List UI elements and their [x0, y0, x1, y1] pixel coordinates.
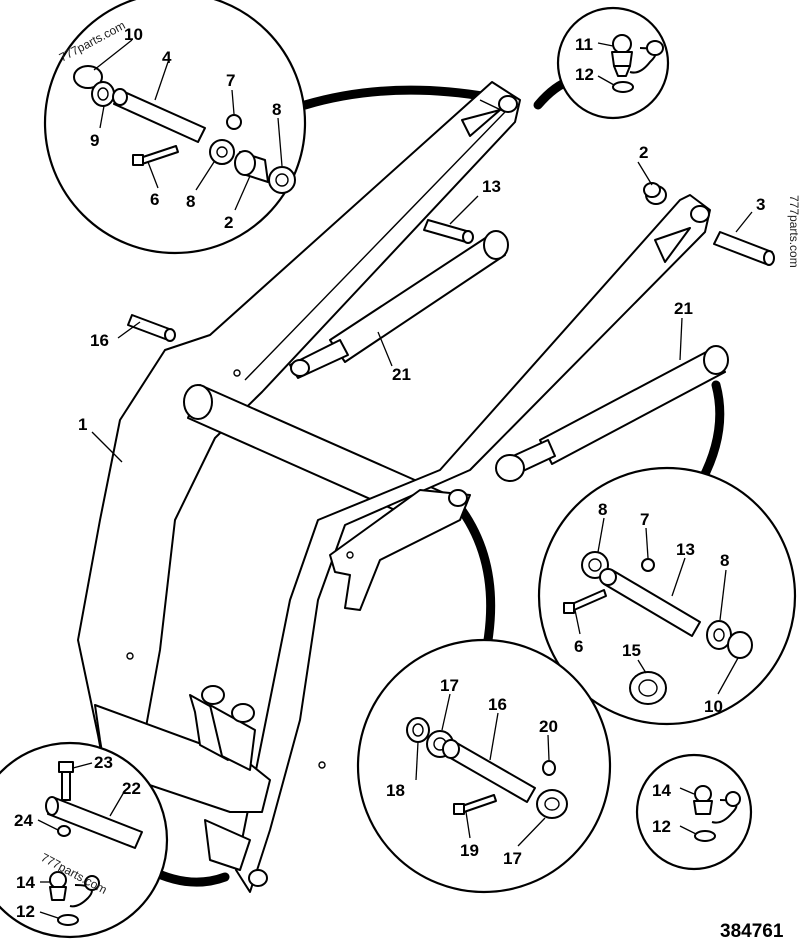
washer-18: [406, 717, 430, 743]
bush-2-main: [643, 182, 667, 205]
detail-right-labels: 8 7 13 8 6 15 10: [574, 500, 729, 716]
detail-bubble-bottom-center: [356, 638, 612, 894]
label-7: 7: [226, 71, 235, 90]
loader-arm-assembly: [77, 81, 711, 893]
detail-bubble-top-left: [43, 0, 307, 255]
washer-8-left: [209, 139, 235, 165]
hydraulic-cylinder-upper: [289, 230, 509, 379]
label-6: 6: [150, 190, 159, 209]
grease-nipple-11: [612, 34, 632, 54]
label-9: 9: [90, 131, 99, 150]
connector-arc-top-left: [300, 85, 493, 110]
connector-arc-bottom-center: [453, 500, 496, 645]
label-8-right: 8: [272, 100, 281, 119]
label-13-main: 13: [482, 177, 501, 196]
washer-17-bottom: [536, 789, 568, 819]
nut-20: [542, 760, 556, 776]
detail-bubble-right: [537, 466, 797, 726]
leader-lines: [37, 39, 753, 919]
seal-12: [694, 830, 716, 842]
label-23: 23: [94, 753, 113, 772]
label-14-right: 14: [652, 781, 671, 800]
label-12-right: 12: [652, 817, 671, 836]
washer-15: [629, 671, 667, 705]
detail-bubble-top-right: [556, 6, 670, 120]
main-part-labels: 1 2 3 13 16 21 21: [78, 143, 765, 434]
pin-13-main: [423, 219, 474, 244]
label-10: 10: [124, 25, 143, 44]
label-21-lower: 21: [674, 299, 693, 318]
pin-3-main: [713, 231, 775, 266]
label-4: 4: [162, 48, 172, 67]
connector-arc-right: [697, 380, 725, 485]
label-12-left: 12: [16, 902, 35, 921]
circlip-10: [727, 631, 753, 659]
detail-top-right-labels: 11 12: [575, 35, 594, 84]
label-14-left: 14: [16, 873, 35, 892]
pin-16-main: [127, 314, 176, 342]
detail-bubble-bottom-left: [0, 741, 169, 939]
seal-12: [57, 914, 79, 926]
label-19: 19: [460, 841, 479, 860]
label-20: 20: [539, 717, 558, 736]
detail-bottom-left-labels: 23 22 24 14 12: [14, 753, 141, 921]
label-15: 15: [622, 641, 641, 660]
label-11: 11: [575, 35, 593, 54]
tilt-bracket: [329, 489, 471, 611]
watermark-right: 777parts.com: [787, 195, 800, 268]
grease-nipple-14: [694, 785, 712, 803]
label-24: 24: [14, 811, 33, 830]
label-2: 2: [224, 213, 233, 232]
washer-8-right: [268, 166, 296, 194]
right-boom-arm: [235, 194, 711, 893]
detail-bottom-center-labels: 17 16 20 18 19 17: [386, 676, 558, 868]
label-21-upper: 21: [392, 365, 411, 384]
label-13: 13: [676, 540, 695, 559]
label-8-bottom: 8: [720, 551, 729, 570]
label-18: 18: [386, 781, 405, 800]
label-17-bottom: 17: [503, 849, 522, 868]
nut-7: [641, 558, 655, 572]
label-10-right: 10: [704, 697, 723, 716]
label-3: 3: [756, 195, 765, 214]
hydraulic-cylinder-lower: [495, 345, 729, 482]
reference-number: 384761: [720, 921, 784, 942]
label-12-top: 12: [575, 65, 594, 84]
label-8-left: 8: [186, 192, 195, 211]
detail-top-left-labels: 10 4 7 9 8 6 8 2: [90, 25, 281, 232]
label-22: 22: [122, 779, 141, 798]
detail-bottom-right-labels: 14 12: [652, 781, 671, 836]
label-1: 1: [78, 415, 87, 434]
seal-12: [612, 81, 634, 93]
bolt-23: [61, 771, 71, 801]
nut-7: [226, 114, 242, 130]
circlip-10: [73, 65, 103, 89]
label-6-right: 6: [574, 637, 583, 656]
label-7-right: 7: [640, 510, 649, 529]
detail-bubble-bottom-right: [635, 753, 753, 871]
washer-9: [91, 81, 115, 107]
label-2-main: 2: [639, 143, 648, 162]
nut-24: [57, 825, 71, 837]
label-8-top: 8: [598, 500, 607, 519]
label-17-top: 17: [440, 676, 459, 695]
label-16: 16: [488, 695, 507, 714]
label-16-main: 16: [90, 331, 109, 350]
